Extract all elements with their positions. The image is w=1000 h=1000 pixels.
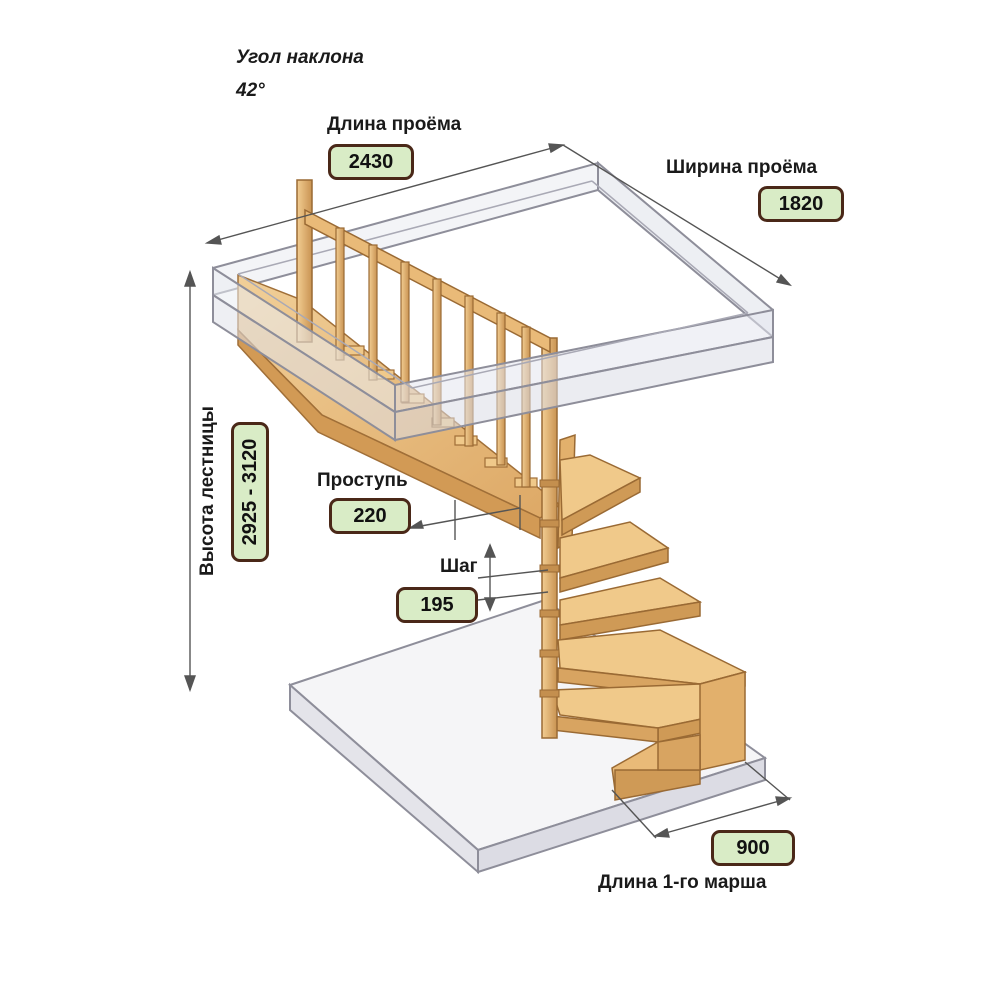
central-post xyxy=(539,337,560,739)
stair-height-badge: 2925 - 3120 xyxy=(231,422,269,562)
opening-width-badge: 1820 xyxy=(758,186,844,222)
tread-badge: 220 xyxy=(329,498,411,534)
opening-width-title: Ширина проёма xyxy=(666,157,818,178)
opening-frame-front xyxy=(212,266,774,442)
dimension-lines xyxy=(184,143,793,839)
winder-steps xyxy=(550,433,748,801)
first-flight-title: Длина 1-го марша xyxy=(598,872,767,893)
step-badge: 195 xyxy=(396,587,478,623)
stair-height-title: Высота лестницы xyxy=(197,406,218,576)
opening-length-badge: 2430 xyxy=(328,144,414,180)
first-flight-badge: 900 xyxy=(711,830,795,866)
step-title: Шаг xyxy=(440,556,478,577)
angle-value: 42° xyxy=(236,80,265,101)
tread-title: Проступь xyxy=(317,470,408,491)
opening-length-title: Длина проёма xyxy=(327,114,462,135)
angle-title: Угол наклона xyxy=(236,47,364,68)
